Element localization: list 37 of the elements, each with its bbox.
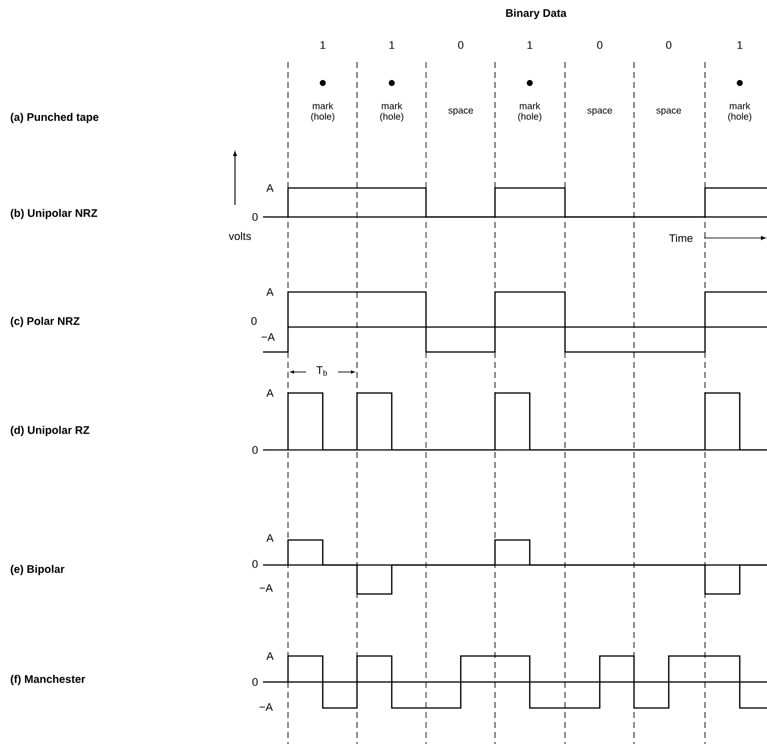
level-label: A (266, 534, 274, 542)
level-label: A (266, 652, 274, 660)
cell-label: mark (hole) (728, 102, 752, 122)
level-label: 0 (251, 317, 257, 325)
period-label: T$_{b}$ (316, 366, 327, 376)
cell-label: mark (hole) (380, 102, 404, 122)
row-label: (d) Unipolar RZ (10, 426, 90, 436)
cell-label: mark (hole) (311, 102, 334, 122)
row-label: (a) Punched tape (10, 112, 98, 124)
row-label: (e) Bipolar (10, 564, 64, 576)
bit-value: 1 (738, 41, 742, 49)
level-label: −A (260, 703, 273, 711)
level-label: A (266, 184, 274, 192)
cell-label: mark (hole) (518, 102, 542, 122)
bit-value: 0 (597, 41, 602, 49)
level-label: 0 (252, 213, 258, 221)
level-label: A (266, 288, 274, 296)
cell-label: space (587, 108, 612, 116)
bit-value: 0 (666, 41, 672, 49)
bit-value: 1 (390, 41, 394, 49)
row-label: (f) Manchester (10, 674, 86, 686)
row-label: (c) Polar NRZ (10, 316, 80, 328)
axis-label: volts (228, 232, 251, 240)
level-label: 0 (252, 560, 258, 568)
cell-label: space (448, 108, 473, 116)
row-label: (b) Unipolar NRZ (10, 208, 98, 220)
level-label: 0 (252, 446, 258, 454)
bit-value: 1 (320, 41, 326, 49)
axis-label: Time (669, 234, 693, 242)
title: Binary Data (506, 8, 567, 20)
level-label: 0 (252, 678, 258, 686)
level-label: A (266, 389, 274, 397)
level-label: −A (262, 333, 275, 341)
cell-label: space (656, 108, 681, 116)
bit-value: 0 (458, 41, 464, 49)
bit-value: 1 (528, 41, 532, 49)
level-label: −A (260, 584, 273, 592)
